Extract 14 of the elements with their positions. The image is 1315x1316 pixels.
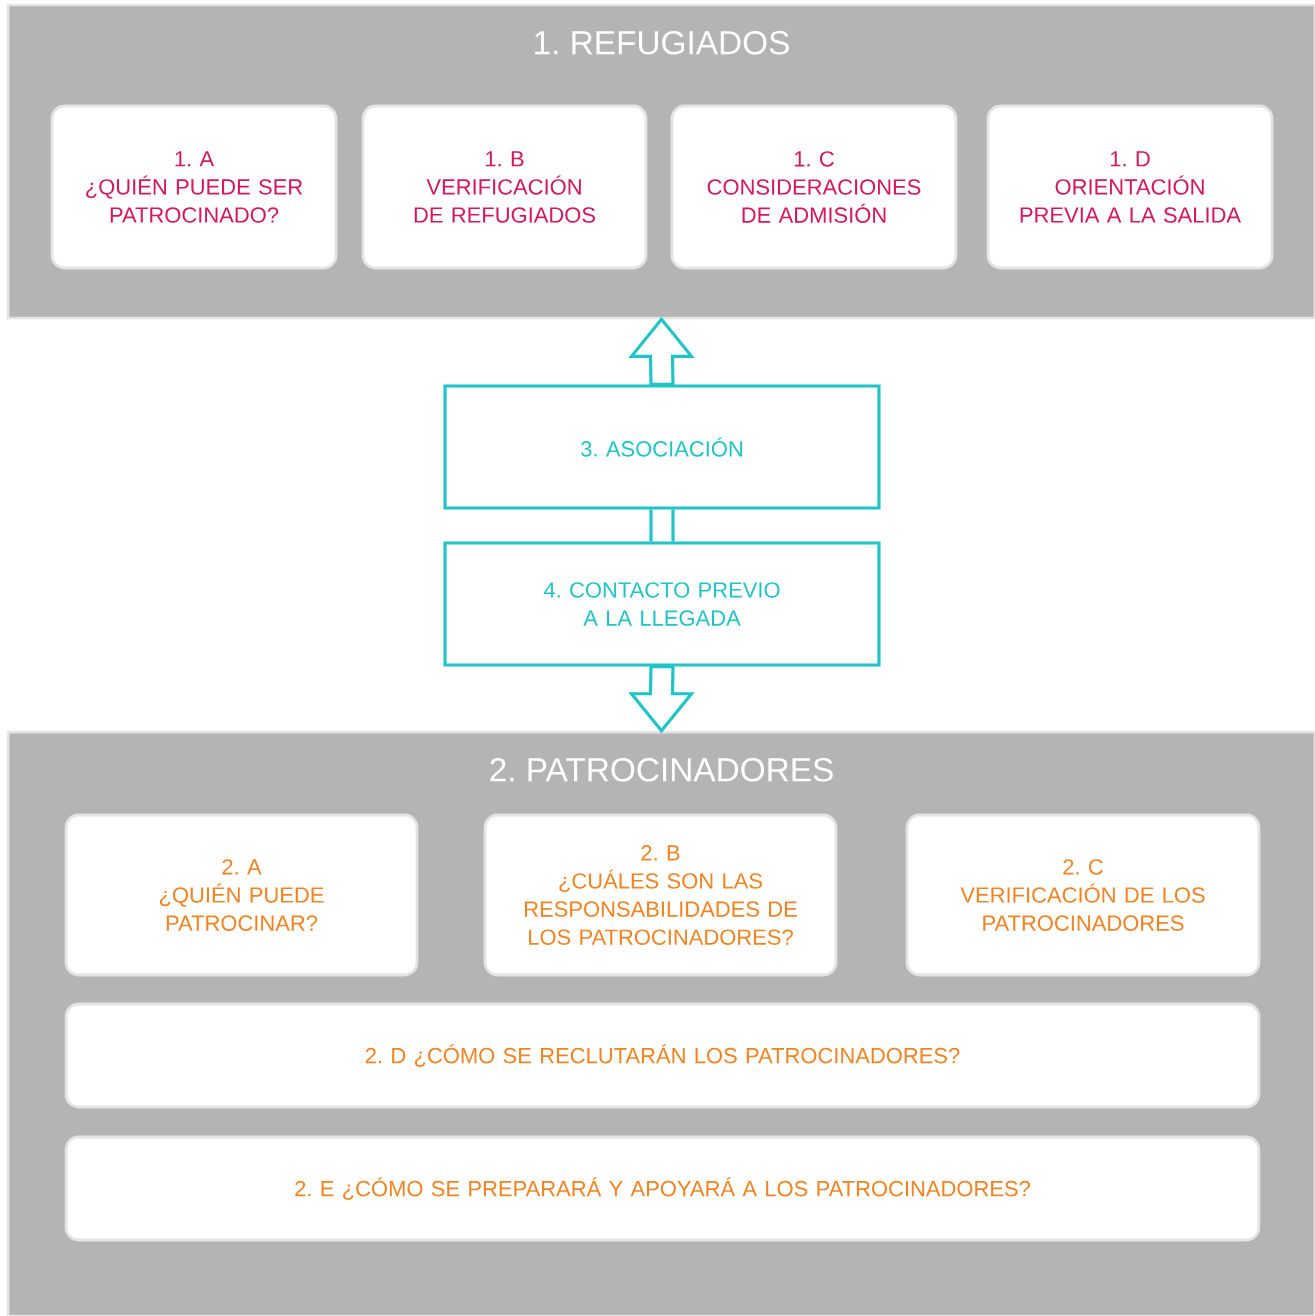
topic-box: 2. E ¿CÓMO SE PREPARARÁ Y APOYARÁ A LOS PATROCINADORES? — [64, 1135, 1261, 1242]
hollow-arrow — [628, 316, 695, 386]
topic-box: 2. D ¿CÓMO SE RECLUTARÁN LOS PATROCINADORES? — [64, 1002, 1261, 1109]
topic-box: 2. A ¿QUIÉN PUEDE PATROCINAR? — [64, 813, 419, 977]
step-box: 4. CONTACTO PREVIO A LA LLEGADA — [443, 541, 881, 667]
topic-box: 2. C VERIFICACIÓN DE LOS PATROCINADORES — [905, 813, 1261, 977]
double-line-connector — [649, 508, 675, 544]
topic-box: 2. B ¿CUÁLES SON LAS RESPONSABILIDADES DE LOS PATROCINADORES? — [483, 813, 838, 977]
hollow-arrow — [628, 665, 695, 734]
topic-box: 1. A ¿QUIÉN PUEDE SER PATROCINADO? — [50, 104, 338, 270]
topic-box: 1. C CONSIDERACIONES DE ADMISIÓN — [670, 104, 958, 270]
topic-box: 1. D ORIENTACIÓN PREVIA A LA SALIDA — [986, 104, 1274, 270]
step-box: 3. ASOCIACIÓN — [443, 384, 881, 510]
topic-box: 1. B VERIFICACIÓN DE REFUGIADOS — [361, 104, 648, 270]
